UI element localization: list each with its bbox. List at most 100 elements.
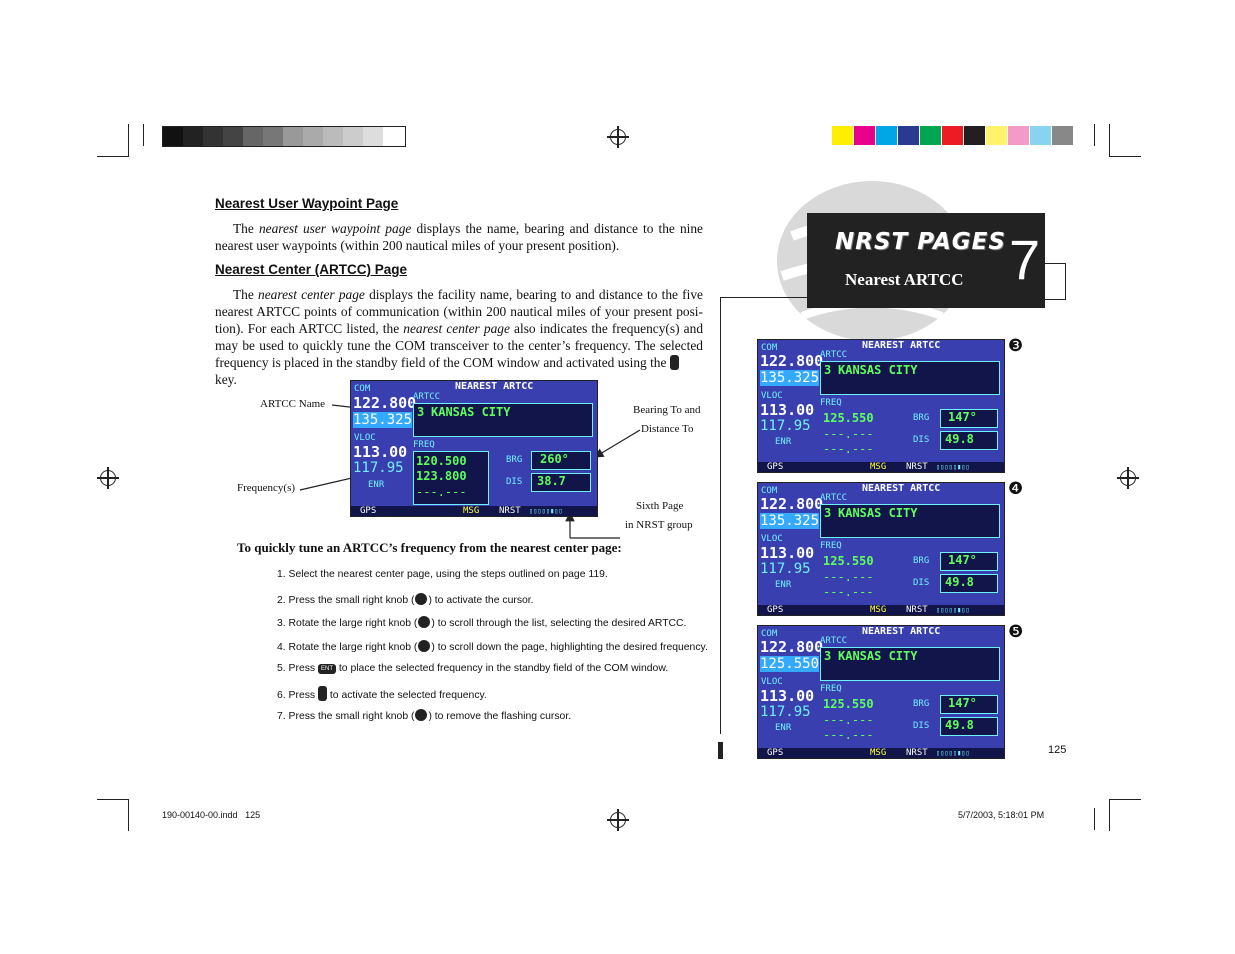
brg-label: BRG bbox=[913, 699, 930, 709]
section-paragraph: The nearest user waypoint page displays … bbox=[215, 221, 704, 253]
screen-header: NEAREST ARTCC bbox=[862, 340, 941, 351]
large-knob-icon bbox=[418, 616, 431, 628]
nrst-label: NRST bbox=[906, 605, 928, 615]
clr-key-icon bbox=[318, 686, 328, 701]
color-swatch bbox=[383, 127, 403, 146]
clr-key-icon bbox=[669, 355, 679, 370]
artcc-label: ARTCC bbox=[413, 392, 441, 402]
gns-screen-step: NEAREST ARTCC COM 122.800 125.550 VLOC 1… bbox=[757, 625, 1005, 759]
callout-sixth-line2: in NRST group bbox=[625, 519, 693, 531]
section-heading: Nearest Center (ARTCC) Page bbox=[215, 262, 408, 277]
color-swatch bbox=[243, 127, 263, 146]
gps-label: GPS bbox=[767, 462, 784, 472]
color-swatch bbox=[163, 127, 183, 146]
freq-row[interactable]: ---.--- bbox=[823, 570, 874, 584]
crop-mark bbox=[97, 156, 129, 157]
chapter-title: NRST PAGES bbox=[835, 229, 1006, 255]
step-3: 3. Rotate the large right knob () to scr… bbox=[277, 616, 687, 629]
freq-row[interactable]: ---.--- bbox=[823, 427, 874, 441]
artcc-label: ARTCC bbox=[820, 350, 848, 360]
msg-label: MSG bbox=[463, 506, 480, 516]
gns-screen-step: NEAREST ARTCC COM 122.800 135.325 VLOC 1… bbox=[757, 482, 1005, 616]
dis-value: 38.7 bbox=[537, 474, 566, 488]
crop-mark bbox=[143, 124, 144, 146]
color-swatch bbox=[920, 126, 941, 145]
large-knob-icon bbox=[418, 640, 431, 652]
artcc-index: 3 bbox=[824, 649, 832, 663]
step-7: 7. Press the small right knob () to remo… bbox=[277, 709, 572, 722]
nrst-label: NRST bbox=[906, 462, 928, 472]
crop-mark bbox=[1109, 156, 1141, 157]
screen-header: NEAREST ARTCC bbox=[862, 626, 941, 637]
chapter-rule bbox=[720, 297, 721, 734]
artcc-name: KANSAS CITY bbox=[838, 506, 918, 520]
vloc-standby-freq: 117.95 bbox=[760, 561, 811, 577]
freq-row[interactable]: 120.500 bbox=[416, 454, 467, 468]
color-swatch bbox=[223, 127, 243, 146]
vloc-label: VLOC bbox=[761, 534, 783, 544]
brg-label: BRG bbox=[506, 455, 523, 465]
callout-bearing-line1: Bearing To and bbox=[633, 404, 701, 416]
com-standby-freq: 135.325 bbox=[353, 412, 413, 428]
freq-label: FREQ bbox=[413, 440, 435, 450]
registration-mark bbox=[97, 467, 119, 489]
color-swatch bbox=[1052, 126, 1073, 145]
registration-mark bbox=[607, 126, 629, 148]
grayscale-color-bar bbox=[162, 126, 406, 147]
brg-label: BRG bbox=[913, 556, 930, 566]
artcc-index: 3 bbox=[824, 506, 832, 520]
enr-label: ENR bbox=[775, 580, 792, 590]
freq-row[interactable]: ---.--- bbox=[823, 728, 874, 742]
brg-value: 147° bbox=[948, 553, 977, 567]
com-label: COM bbox=[761, 343, 778, 353]
step-marker: ❹ bbox=[1008, 479, 1024, 499]
crop-mark bbox=[128, 799, 129, 831]
color-swatch bbox=[1008, 126, 1029, 145]
screen-header: NEAREST ARTCC bbox=[862, 483, 941, 494]
chapter-tab: NRST PAGES Nearest ARTCC 7 bbox=[807, 213, 1045, 308]
color-swatch bbox=[832, 126, 853, 145]
com-label: COM bbox=[761, 629, 778, 639]
nrst-label: NRST bbox=[906, 748, 928, 758]
color-swatch bbox=[986, 126, 1007, 145]
enr-label: ENR bbox=[368, 480, 385, 490]
gps-label: GPS bbox=[767, 748, 784, 758]
step-6: 6. Press to activate the selected freque… bbox=[277, 686, 487, 701]
com-active-freq: 122.800 bbox=[760, 352, 824, 370]
freq-row[interactable]: ---.--- bbox=[823, 713, 874, 727]
vloc-standby-freq: 117.95 bbox=[353, 460, 404, 476]
com-active-freq: 122.800 bbox=[353, 394, 417, 412]
color-swatch bbox=[964, 126, 985, 145]
brg-label: BRG bbox=[913, 413, 930, 423]
color-swatch bbox=[343, 127, 363, 146]
callout-bearing-line2: Distance To bbox=[641, 423, 694, 435]
freq-row[interactable]: 123.800 bbox=[416, 469, 467, 483]
vloc-active-freq: 113.00 bbox=[760, 401, 815, 419]
ent-key-icon: ENT bbox=[318, 664, 337, 674]
freq-row[interactable]: ---.--- bbox=[823, 442, 874, 456]
nrst-page-indicator: ▯▯▯▯▯▮▯▯ bbox=[936, 606, 970, 614]
small-knob-icon bbox=[415, 709, 428, 721]
dis-value: 49.8 bbox=[945, 718, 974, 732]
step-1: 1. Select the nearest center page, using… bbox=[277, 569, 608, 580]
registration-mark bbox=[607, 809, 629, 831]
color-swatch bbox=[323, 127, 343, 146]
color-swatch bbox=[942, 126, 963, 145]
brg-value: 147° bbox=[948, 410, 977, 424]
freq-row[interactable]: 125.550 bbox=[823, 554, 874, 568]
section-heading: Nearest User Waypoint Page bbox=[215, 196, 399, 211]
brg-value: 260° bbox=[540, 452, 569, 466]
freq-row[interactable]: 125.550 bbox=[823, 697, 874, 711]
com-label: COM bbox=[761, 486, 778, 496]
footer-timestamp: 5/7/2003, 5:18:01 PM bbox=[958, 810, 1045, 820]
chapter-number: 7 bbox=[1009, 228, 1041, 291]
callout-sixth-line1: Sixth Page bbox=[636, 500, 684, 512]
msg-label: MSG bbox=[870, 462, 887, 472]
section-paragraph: The nearest center page displays the fac… bbox=[215, 287, 704, 387]
freq-row[interactable]: ---.--- bbox=[416, 485, 467, 499]
brg-value: 147° bbox=[948, 696, 977, 710]
freq-row[interactable]: ---.--- bbox=[823, 585, 874, 599]
freq-row[interactable]: 125.550 bbox=[823, 411, 874, 425]
dis-label: DIS bbox=[913, 435, 930, 445]
color-swatch bbox=[898, 126, 919, 145]
